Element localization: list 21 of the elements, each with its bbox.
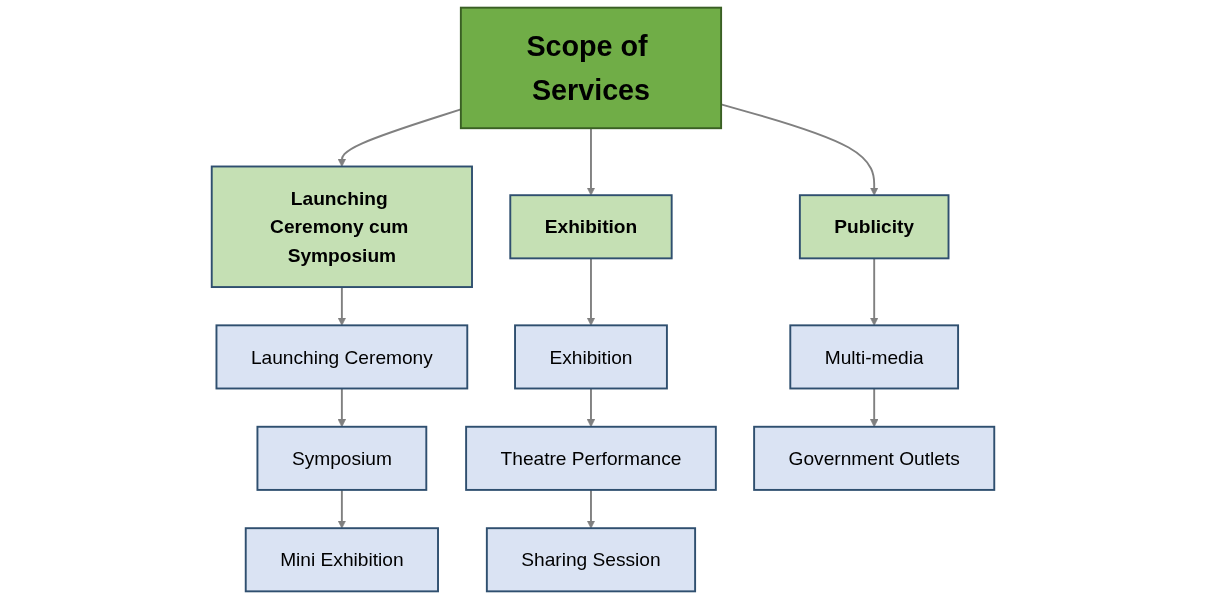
arrow bbox=[586, 387, 596, 428]
arrow bbox=[586, 257, 596, 326]
node-box: Scope of Services bbox=[459, 6, 723, 130]
node-box: Government Outlets bbox=[753, 425, 996, 491]
node-box: Mini Exhibition bbox=[244, 527, 439, 593]
arrow bbox=[870, 387, 879, 428]
node-box: Multi-media bbox=[789, 324, 960, 390]
arrow bbox=[586, 127, 596, 196]
node-box: Symposium bbox=[256, 425, 428, 491]
node-box: Sharing Session bbox=[485, 527, 697, 593]
node-box: Launching Ceremony cum Symposium bbox=[210, 165, 473, 288]
arrow bbox=[337, 286, 347, 326]
arrow bbox=[586, 488, 596, 529]
arrow bbox=[870, 257, 879, 326]
node-box: Publicity bbox=[798, 194, 950, 260]
node-box: Theatre Performance bbox=[465, 425, 717, 491]
arrow bbox=[337, 387, 347, 428]
node-box: Exhibition bbox=[509, 194, 673, 260]
node-box: Exhibition bbox=[514, 324, 668, 390]
node-box: Launching Ceremony bbox=[215, 324, 469, 390]
arrow bbox=[337, 488, 347, 529]
